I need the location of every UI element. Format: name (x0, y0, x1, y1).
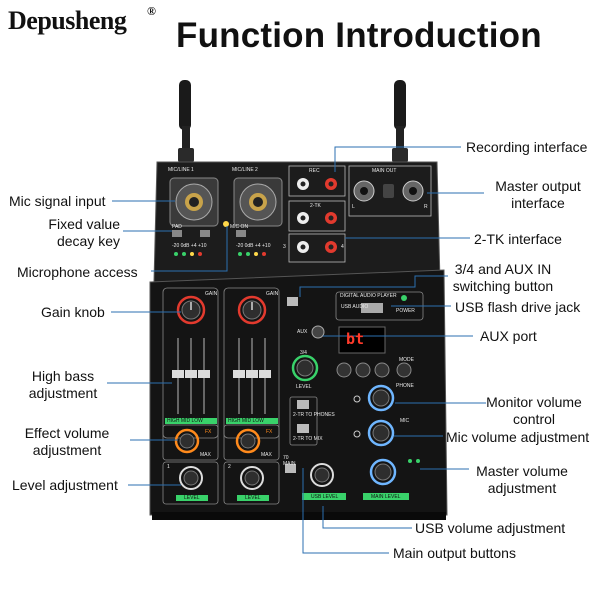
meter-scale-1: -20 0dB +4 +10 (172, 243, 207, 249)
eq-sliders-ch2[interactable] (233, 338, 271, 414)
callout-microphone-access: Microphone access (17, 264, 138, 280)
aux-switch-button[interactable] (287, 297, 298, 306)
callout-mic-signal-input: Mic signal input (9, 193, 106, 209)
fx-label-2: FX (266, 429, 273, 435)
tk-label: 2-TK (310, 203, 321, 209)
brand-logo: Depusheng (8, 6, 127, 35)
led-display (338, 326, 386, 354)
fx-knob-1[interactable] (174, 428, 200, 454)
usb-flash-jack[interactable] (361, 303, 383, 313)
eq-labels-ch1: HIGH MID LOW (167, 418, 203, 424)
level-knob-1[interactable] (179, 466, 203, 490)
ch4-label: 4 (341, 244, 344, 250)
to-mix-label: 2-TR TO MIX (293, 436, 323, 442)
monitor-volume-knob[interactable] (367, 384, 395, 412)
power-label: POWER (396, 308, 415, 314)
callout-usb-jack: USB flash drive jack (455, 299, 581, 315)
rec-label: REC (309, 168, 320, 174)
callout-level-adjustment: Level adjustment (12, 477, 118, 493)
ch1-label: MIC/LINE 1 (168, 167, 194, 173)
to-phones-label: 2-TR TO PHONES (293, 412, 335, 418)
mode-label: MODE (399, 357, 414, 363)
main-output-button[interactable] (285, 464, 296, 473)
gain-knob-1[interactable] (176, 295, 206, 325)
callout-effect-volume: Effect volume adjustment (24, 425, 110, 458)
ch2-number: 2 (228, 464, 231, 470)
page-title: Function Introduction (176, 16, 542, 55)
main-out-l: L (352, 204, 355, 210)
callout-tk-interface: 2-TK interface (474, 231, 562, 247)
main-level-label: MAIN LEVEL (371, 494, 401, 500)
mic-volume-knob[interactable] (367, 419, 395, 447)
level-label-2: LEVEL (245, 495, 261, 501)
level-label-1: LEVEL (184, 495, 200, 501)
callout-usb-volume: USB volume adjustment (415, 520, 566, 536)
mic-label: MIC (400, 418, 410, 424)
fx-label-1: FX (205, 429, 212, 435)
gain-knob-2[interactable] (237, 295, 267, 325)
callout-high-bass: High bass adjustment (28, 368, 98, 401)
callout-master-output: Master output interface (495, 178, 581, 211)
tr-to-phones-button[interactable] (297, 400, 309, 409)
registered-mark: ® (147, 4, 156, 18)
ch34-label: 3/4 (300, 350, 307, 356)
mic-on-label: MIC ON (230, 224, 249, 230)
eq-labels-ch2: HIGH MID LOW (228, 418, 264, 424)
combo-jack-1 (169, 177, 219, 227)
usb-level-knob[interactable] (310, 463, 334, 487)
antenna-right (392, 80, 408, 162)
usb-audio-label: USB AUDIO (341, 304, 369, 310)
fx-max-2: MAX (261, 452, 272, 458)
main-mark-label: 70 MAIN (283, 455, 296, 467)
ch34-level-label: LEVEL (296, 384, 312, 390)
gain-label-2: GAIN (266, 291, 279, 297)
player-label: DIGITAL AUDIO PLAYER (340, 293, 397, 299)
player-buttons[interactable] (336, 362, 412, 378)
aux-label: AUX (297, 329, 308, 335)
level-knob-2[interactable] (240, 466, 264, 490)
callout-fixed-value-key: Fixed value decay key (48, 216, 120, 249)
display-readout: bt (346, 330, 365, 348)
ch1-number: 1 (167, 464, 170, 470)
antenna-left (178, 80, 194, 162)
main-out-r: R (424, 204, 428, 210)
ch3-label: 3 (283, 244, 286, 250)
main-level-knob[interactable] (369, 458, 397, 486)
callout-master-volume: Master volume adjustment (476, 463, 568, 496)
phone-label: PHONE (396, 383, 414, 389)
aux-port[interactable] (311, 325, 325, 339)
callout-aux-switch: 3/4 and AUX IN switching button (452, 261, 554, 294)
ch34-level-knob[interactable] (291, 354, 319, 382)
combo-jack-2 (233, 177, 283, 227)
callout-recording-interface: Recording interface (466, 139, 588, 155)
meter-scale-2: -20 0dB +4 +10 (236, 243, 271, 249)
main-out-label: MAIN OUT (372, 168, 397, 174)
pad-label: PAD (172, 224, 182, 230)
callout-monitor-volume: Monitor volume control (486, 394, 582, 427)
fx-max-1: MAX (200, 452, 211, 458)
ch2-label: MIC/LINE 2 (232, 167, 258, 173)
callout-main-output-buttons: Main output buttons (393, 545, 516, 561)
callout-mic-volume: Mic volume adjustment (446, 429, 590, 445)
tr-to-mix-button[interactable] (297, 424, 309, 433)
callout-lines (107, 146, 486, 554)
callout-aux-port: AUX port (480, 328, 537, 344)
fx-knob-2[interactable] (235, 428, 261, 454)
gain-label-1: GAIN (205, 291, 218, 297)
eq-sliders-ch1[interactable] (172, 338, 210, 414)
led-meters (174, 252, 266, 256)
usb-level-label: USB LEVEL (311, 494, 339, 500)
callout-gain-knob: Gain knob (41, 304, 105, 320)
